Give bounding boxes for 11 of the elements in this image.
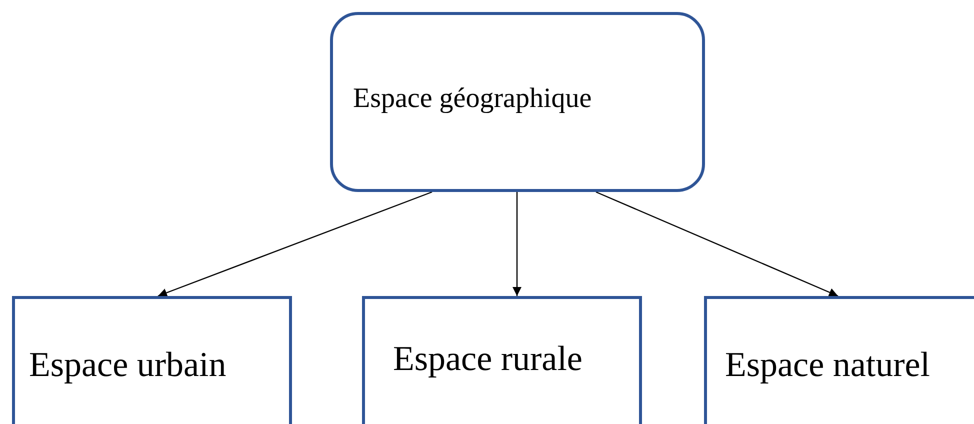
arrow — [596, 191, 838, 297]
process-box — [330, 12, 705, 192]
box-label: Espace géographique — [353, 82, 592, 116]
process-box — [362, 296, 642, 424]
box-label: Espace naturel — [725, 344, 930, 386]
box-label: Espace rurale — [393, 338, 582, 380]
box-label: Espace urbain — [29, 344, 226, 386]
process-box — [12, 296, 292, 424]
arrow — [158, 191, 432, 298]
arrow — [512, 192, 522, 296]
process-box — [704, 296, 974, 424]
